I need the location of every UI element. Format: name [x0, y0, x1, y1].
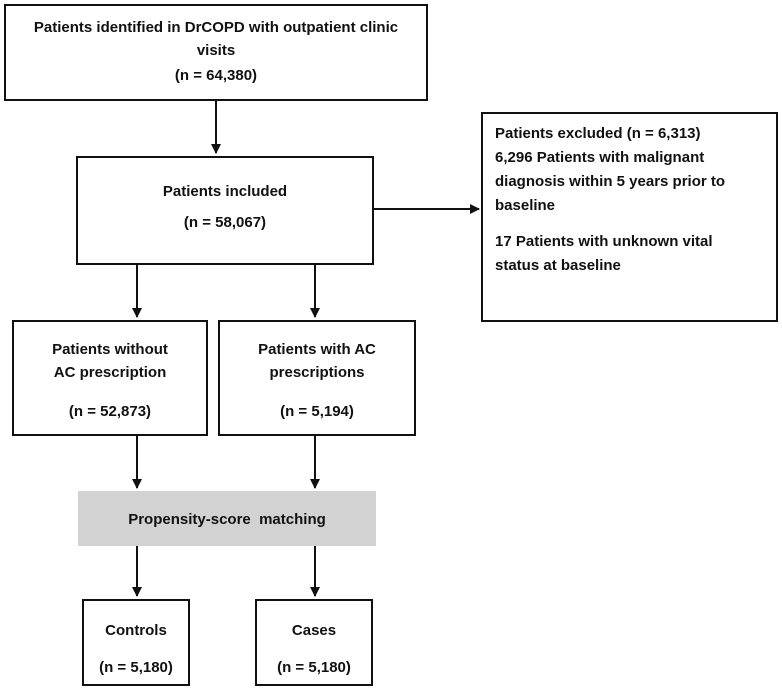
identified-line-2: visits: [196, 42, 236, 59]
excluded-reason-2-line-2: status at baseline: [495, 257, 621, 274]
with-ac-line-1: Patients with AC: [258, 341, 376, 358]
excluded-reason-1-line-3: baseline: [495, 197, 556, 214]
controls-label: Controls: [105, 622, 167, 639]
with-ac-line-2: prescriptions: [269, 364, 365, 381]
without-ac-line-1: Patients without: [52, 341, 168, 358]
excluded-reason-2-line-1: 17 Patients with unknown vital: [495, 233, 713, 250]
cases-count: (n = 5,180): [277, 659, 351, 676]
included-label: Patients included: [162, 183, 288, 200]
cases-box: Cases (n = 5,180): [255, 599, 373, 686]
controls-count: (n = 5,180): [99, 659, 173, 676]
excluded-title: Patients excluded (n = 6,313): [495, 125, 701, 142]
with-ac-box: Patients with AC prescriptions (n = 5,19…: [218, 320, 416, 436]
with-ac-count: (n = 5,194): [280, 403, 354, 420]
without-ac-box: Patients without AC prescription (n = 52…: [12, 320, 208, 436]
without-ac-count: (n = 52,873): [68, 403, 152, 420]
cases-label: Cases: [291, 622, 337, 639]
identified-patients-box: Patients identified in DrCOPD with outpa…: [4, 4, 428, 101]
included-count: (n = 58,067): [183, 214, 267, 231]
excluded-patients-box: Patients excluded (n = 6,313) 6,296 Pati…: [481, 112, 778, 322]
included-patients-box: Patients included (n = 58,067): [76, 156, 374, 265]
identified-count: (n = 64,380): [174, 67, 258, 84]
propensity-score-matching-bar: Propensity-score matching: [78, 491, 376, 546]
controls-box: Controls (n = 5,180): [82, 599, 190, 686]
excluded-reason-1-line-1: 6,296 Patients with malignant: [495, 149, 705, 166]
matching-label: Propensity-score matching: [128, 511, 326, 528]
identified-line-1: Patients identified in DrCOPD with outpa…: [33, 19, 399, 36]
without-ac-line-2: AC prescription: [53, 364, 167, 381]
excluded-reason-1-line-2: diagnosis within 5 years prior to: [495, 173, 726, 190]
